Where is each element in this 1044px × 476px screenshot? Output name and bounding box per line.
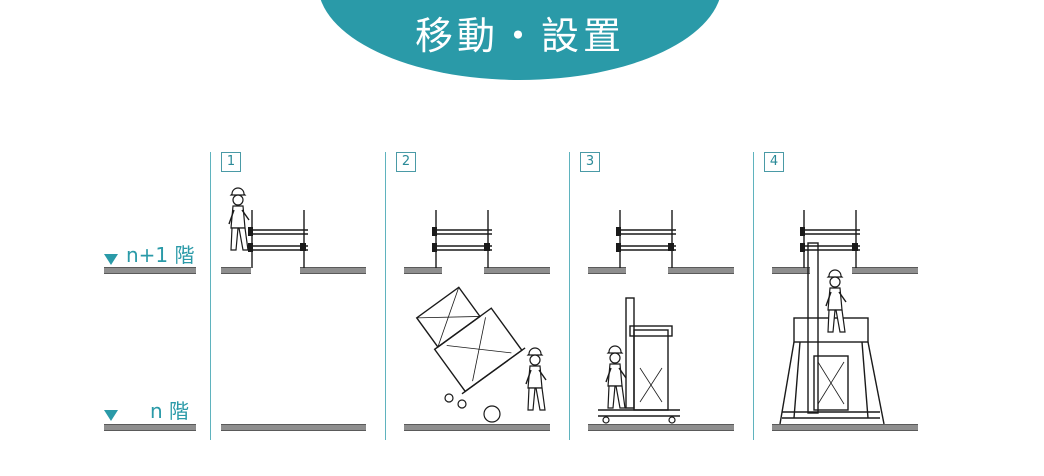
step-2-upper-slab-right: [484, 267, 550, 274]
step-1-divider: [210, 152, 211, 440]
step-3-guardrail: [615, 209, 677, 269]
step-2-small-wheel: [444, 393, 454, 403]
step-2-worker: [525, 347, 547, 411]
step-3-upper-slab-right: [668, 267, 734, 274]
lower-floor-marker-icon: [104, 410, 118, 421]
step-4-upper-slab-right: [852, 267, 918, 274]
step-1-upper-slab-right: [300, 267, 366, 274]
step-4-upper-slab-left: [772, 267, 810, 274]
step-2-guardrail: [431, 209, 493, 269]
step-3-divider: [569, 152, 570, 440]
upper-floor-label: n+1 階: [126, 243, 195, 267]
lower-floor-label: n 階: [150, 399, 190, 423]
step-2-divider: [385, 152, 386, 440]
step-1-upper-slab-left: [221, 267, 251, 274]
step-2-wheel: [483, 405, 501, 423]
step-2-lower-slab: [404, 424, 550, 431]
step-3-lower-slab: [588, 424, 734, 431]
step-1-worker: [228, 187, 250, 251]
page-title: 移動・設置: [414, 14, 625, 58]
upper-floor-reference-slab: [104, 267, 196, 274]
step-3-upper-slab-left: [588, 267, 626, 274]
step-4-worker: [825, 269, 847, 333]
step-4-lower-slab: [772, 424, 918, 431]
upper-floor-marker-icon: [104, 254, 118, 265]
step-4-badge: 4: [764, 152, 784, 172]
step-4-divider: [753, 152, 754, 440]
step-2-small-wheel: [457, 399, 467, 409]
step-2-badge: 2: [396, 152, 416, 172]
step-1-guardrail: [247, 209, 309, 269]
step-4-lifter: [779, 242, 885, 425]
step-3-badge: 3: [580, 152, 600, 172]
step-3-lifter: [598, 297, 680, 424]
step-4-guardrail: [799, 209, 861, 269]
step-2-upper-slab-left: [404, 267, 442, 274]
step-2-lifter: [415, 286, 526, 395]
step-3-worker: [605, 345, 627, 409]
lower-floor-reference-slab: [104, 424, 196, 431]
step-1-lower-slab: [221, 424, 366, 431]
step-1-badge: 1: [221, 152, 241, 172]
